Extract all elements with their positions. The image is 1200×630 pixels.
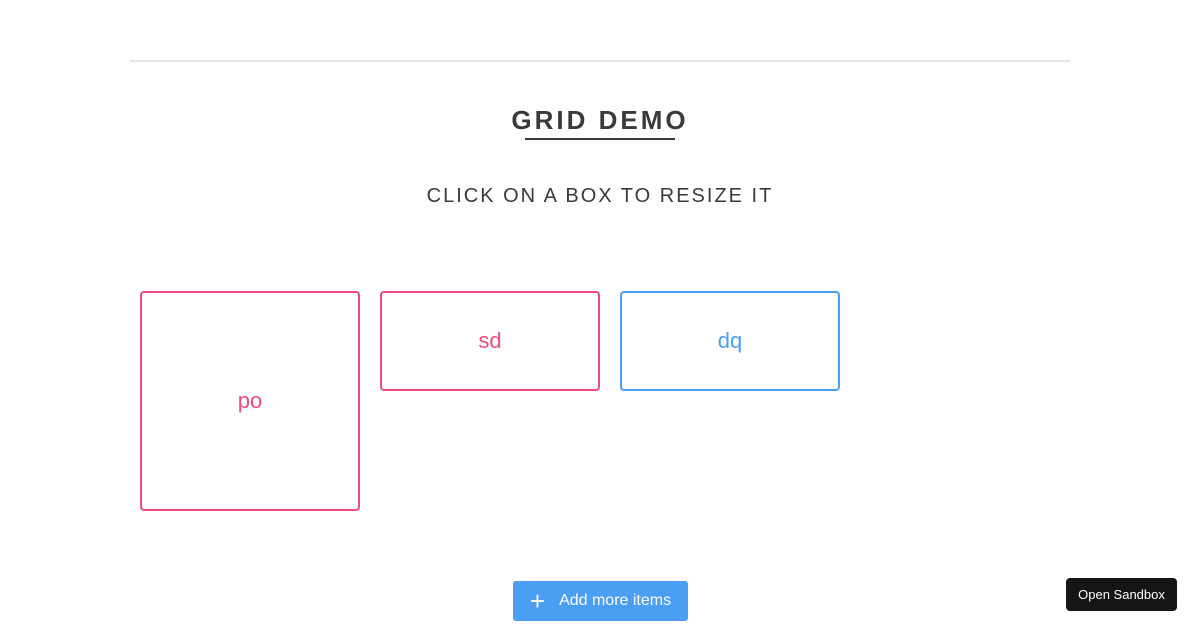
plus-icon: +	[529, 586, 546, 616]
page-subtitle: CLICK ON A BOX TO RESIZE IT	[426, 185, 774, 207]
add-more-items-button[interactable]: + Add more items	[513, 581, 688, 621]
top-divider	[130, 60, 1070, 62]
page-title: GRID DEMO	[511, 105, 689, 135]
open-sandbox-label: Open Sandbox	[1078, 587, 1165, 602]
grid-item-label: po	[237, 388, 263, 413]
grid-item-po[interactable]: po	[140, 291, 360, 511]
grid-item-dq[interactable]: dq	[620, 291, 840, 391]
grid-item-label: dq	[717, 328, 743, 353]
grid-item-sd[interactable]: sd	[380, 291, 600, 391]
title-underline	[525, 138, 675, 140]
grid-item-label: sd	[478, 328, 502, 353]
add-more-items-label: Add more items	[559, 592, 672, 609]
open-sandbox-button[interactable]: Open Sandbox	[1066, 578, 1177, 611]
